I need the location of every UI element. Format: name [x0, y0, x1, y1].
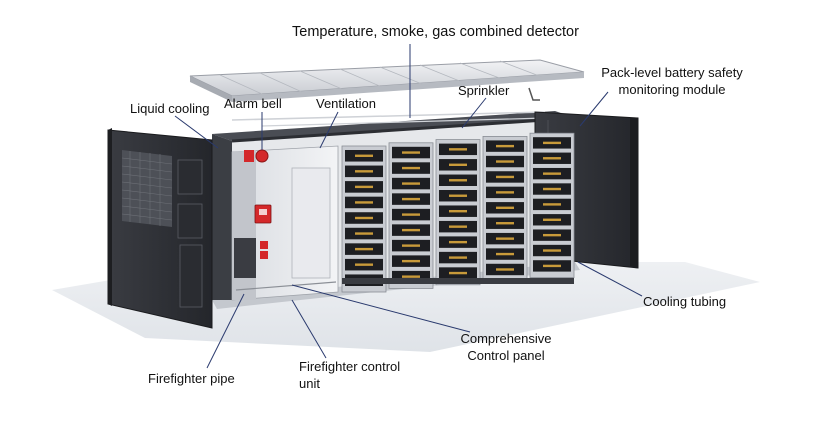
- battery-module-label: [496, 191, 514, 194]
- label-firefighter-control-line2: unit: [299, 376, 320, 391]
- leader-lines: [174, 44, 643, 369]
- battery-module-label: [449, 210, 467, 213]
- battery-module-label: [543, 233, 561, 237]
- battery-module-label: [402, 275, 420, 278]
- battery-module-label: [355, 154, 373, 157]
- label-control-panel: Comprehensive Control panel: [448, 330, 564, 364]
- battery-module-label: [543, 141, 561, 145]
- label-ventilation: Ventilation: [316, 96, 376, 111]
- battery-module-label: [496, 222, 514, 225]
- battery-module-label: [449, 271, 467, 275]
- label-pack-module-line2: monitoring module: [618, 82, 726, 97]
- battery-module-label: [449, 256, 467, 259]
- battery-module-label: [355, 263, 373, 266]
- battery-rack-column: [388, 142, 434, 289]
- leader-control-panel: [291, 284, 471, 333]
- cooling-tubing: [342, 278, 574, 284]
- leader-pack-module: [579, 91, 609, 127]
- leader-ventilation: [319, 111, 339, 149]
- battery-module-label: [496, 175, 514, 179]
- battery-module-label: [402, 213, 420, 216]
- label-firefighter-pipe: Firefighter pipe: [148, 371, 235, 386]
- battery-module-label: [402, 182, 420, 185]
- leader-cooling-tubing: [577, 261, 643, 297]
- battery-module-label: [449, 194, 467, 197]
- battery-module-label: [449, 225, 467, 228]
- label-alarm-bell: Alarm bell: [224, 96, 282, 111]
- label-pack-module: Pack-level battery safety monitoring mod…: [597, 64, 747, 98]
- leader-liquid-cooling: [174, 115, 219, 149]
- battery-module-label: [402, 151, 420, 154]
- battery-module-label: [355, 185, 373, 189]
- battery-module-label: [355, 247, 373, 251]
- battery-module-label: [543, 187, 561, 191]
- battery-module-label: [402, 259, 420, 263]
- vent-grille: [122, 150, 172, 227]
- battery-module-label: [355, 216, 373, 220]
- battery-module-label: [496, 160, 514, 163]
- battery-rack-column: [435, 139, 481, 286]
- battery-module-label: [402, 197, 420, 201]
- battery-module-label: [543, 264, 561, 268]
- battery-module-label: [496, 237, 514, 240]
- label-cooling-tubing: Cooling tubing: [643, 294, 727, 309]
- label-sprinkler: Sprinkler: [458, 83, 510, 98]
- label-detector: Temperature, smoke, gas combined detecto…: [292, 24, 579, 40]
- battery-rack-column: [341, 145, 387, 293]
- label-pack-module-line1: Pack-level battery safety: [601, 65, 743, 80]
- label-liquid-cooling: Liquid cooling: [130, 101, 210, 116]
- battery-module-label: [402, 244, 420, 247]
- leader-firefighter-control: [291, 299, 327, 359]
- battery-module-label: [496, 144, 514, 148]
- control-cabinet: [231, 145, 339, 301]
- label-firefighter-control: Firefighter control unit: [299, 358, 400, 392]
- battery-module-label: [496, 268, 514, 271]
- battery-module-label: [449, 163, 467, 166]
- battery-module-label: [543, 218, 561, 221]
- left-door: [107, 128, 213, 329]
- battery-rack-column: [529, 132, 575, 278]
- battery-module-label: [449, 240, 467, 244]
- label-firefighter-control-line1: Firefighter control: [299, 359, 401, 374]
- battery-module-label: [402, 166, 420, 170]
- battery-module-label: [496, 252, 514, 256]
- battery-module-label: [449, 148, 467, 151]
- label-control-panel-line1: Comprehensive: [460, 331, 552, 346]
- battery-module-label: [449, 179, 467, 182]
- leader-sprinkler: [461, 97, 487, 129]
- battery-module-label: [496, 206, 514, 209]
- battery-module-label: [543, 249, 561, 252]
- detached-roof: [189, 59, 585, 102]
- battery-module-label: [543, 157, 561, 160]
- battery-module-label: [402, 228, 420, 232]
- battery-module-label: [355, 201, 373, 204]
- label-control-panel-line2: Control panel: [467, 348, 545, 363]
- leader-firefighter-pipe: [206, 293, 245, 369]
- battery-module-label: [543, 172, 561, 175]
- battery-rack-column: [482, 135, 528, 282]
- battery-module-label: [355, 170, 373, 173]
- battery-racks: [341, 132, 575, 293]
- battery-module-label: [543, 203, 561, 206]
- battery-module-label: [355, 232, 373, 235]
